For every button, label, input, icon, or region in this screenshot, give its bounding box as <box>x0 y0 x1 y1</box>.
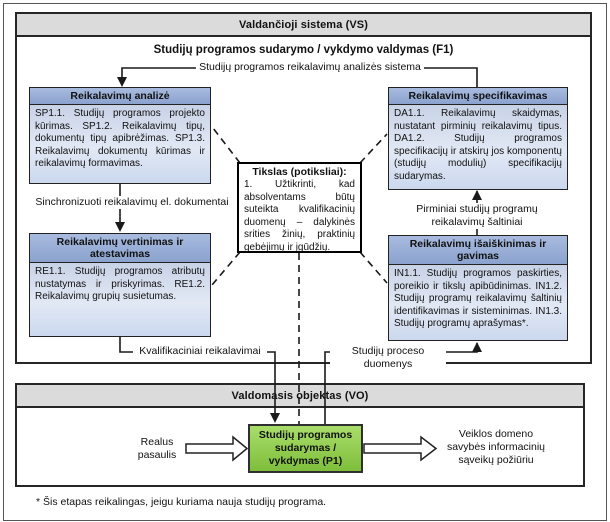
goal-box: Tikslas (potiksliai): 1. Užtikrinti, kad… <box>237 162 362 253</box>
box-title: Reikalavimų išaiškinimas ir gavimas <box>389 236 567 265</box>
box-reikalavimu-isaiskinimas: Reikalavimų išaiškinimas ir gavimas IN1.… <box>388 235 568 341</box>
label-veiklos-domeno: Veiklos domeno savybės informacinių sąve… <box>446 428 546 466</box>
controlling-system-header: Valdančioji sistema (VS) <box>17 14 590 37</box>
controlled-object-header: Valdomasis objektas (VO) <box>17 385 583 408</box>
footnote: * Šis etapas reikalingas, jeigu kuriama … <box>36 496 327 508</box>
goal-title: Tikslas (potiksliai): <box>252 166 347 178</box>
box-title: Reikalavimų vertinimas ir atestavimas <box>30 234 210 263</box>
box-body: DA1.1. Reikalavimų skaidymas, nustatant … <box>389 105 567 189</box>
box-body: SP1.1. Studijų programos projekto kūrima… <box>30 105 210 183</box>
box-title: Reikalavimų specifikavimas <box>389 88 567 105</box>
label-pirminiai-saltiniai: Pirminiai studijų programų reikalavimų š… <box>397 203 557 229</box>
goal-body: 1. Užtikrinti, kad absolventams būtų sut… <box>244 179 355 253</box>
box-title: Reikalavimų analizė <box>30 88 210 105</box>
box-reikalavimu-analize: Reikalavimų analizė SP1.1. Studijų progr… <box>29 87 211 184</box>
label-realus-pasaulis: Realus pasaulis <box>137 436 177 461</box>
box-body: IN1.1. Studijų programos paskirties, por… <box>389 265 567 340</box>
figure-border <box>3 3 607 521</box>
label-kvalifikaciniai: Kvalifikaciniai reikalavimai <box>133 345 267 358</box>
system-flow-label: Studijų programos reikalavimų analizės s… <box>196 61 424 74</box>
box-body: RE1.1. Studijų programos atributų nustat… <box>30 263 210 336</box>
green-process-box: Studijų programos sudarymas / vykdymas (… <box>248 424 363 473</box>
box-reikalavimu-specifikavimas: Reikalavimų specifikavimas DA1.1. Reikal… <box>388 87 568 190</box>
f1-title: Studijų programos sudarymo / vykdymo val… <box>153 44 454 56</box>
label-studiju-proceso: Studijų proceso duomenys <box>330 345 446 371</box>
box-reikalavimu-vertinimas: Reikalavimų vertinimas ir atestavimas RE… <box>29 233 211 337</box>
label-sinchronizuoti: Sinchronizuoti reikalavimų el. dokumenta… <box>28 196 236 209</box>
